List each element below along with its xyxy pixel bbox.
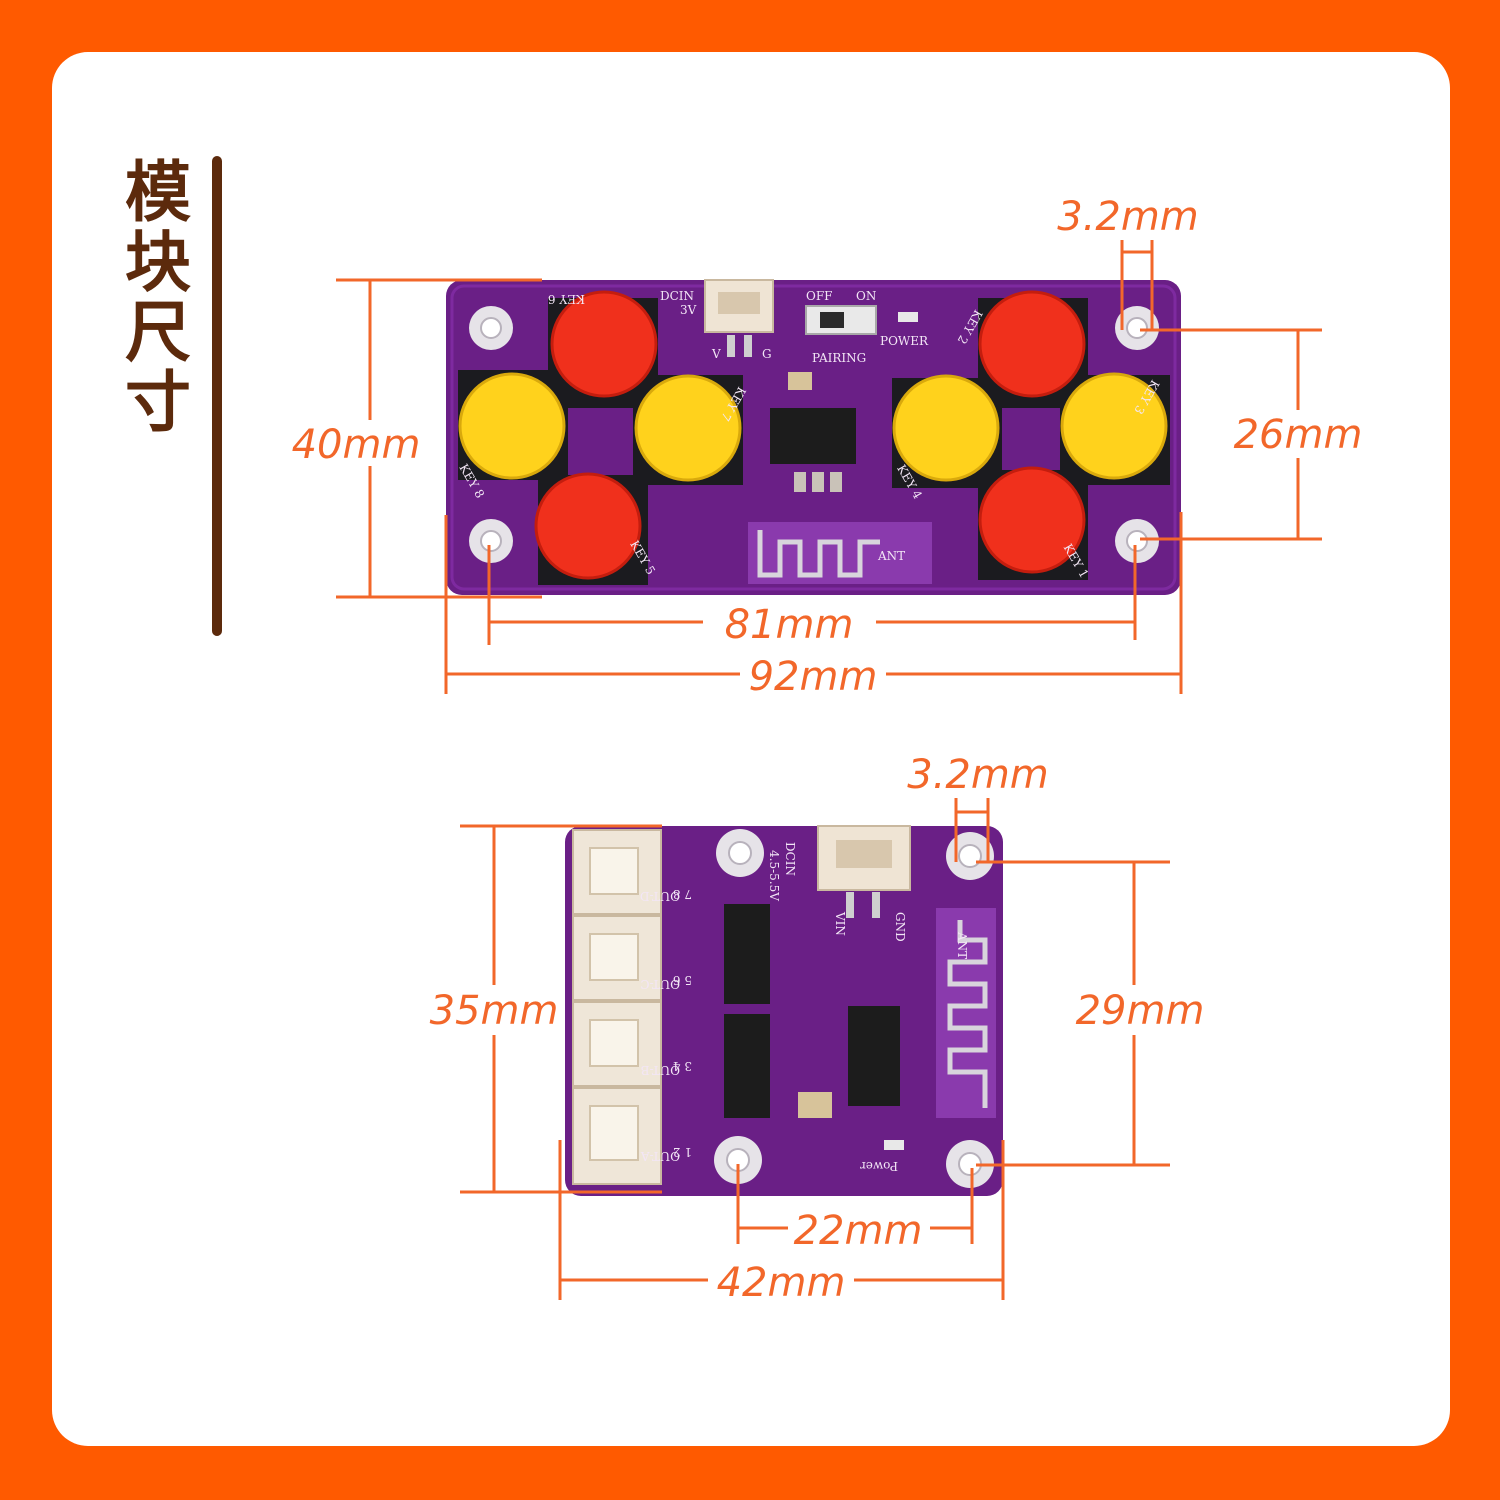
silk-pins-c: 5 6	[673, 973, 692, 987]
silk-pins-b: 3 4	[673, 1059, 692, 1073]
page-title: 模块尺寸	[125, 154, 191, 441]
receiver-dimensions: 35mm 29mm 3.2mm 22mm 42mm	[430, 752, 1205, 1306]
power-led	[898, 312, 918, 322]
dim-width-label-bottom: 42mm	[717, 1260, 846, 1306]
receiver-board: OUT-D OUT-C OUT-B OUT-A 7 8 5 6 3 4 1 2 …	[565, 825, 1003, 1196]
silk-vin: VIN	[833, 911, 847, 936]
mount-hole-top-left	[469, 306, 513, 350]
crystal	[788, 372, 812, 390]
wireless-ic	[770, 408, 856, 464]
key8-button[interactable]	[458, 372, 566, 480]
silk-on: ON	[856, 289, 876, 303]
receiver-antenna-trace	[947, 920, 988, 1108]
mount-hole-top-right	[1115, 306, 1159, 350]
dim-hole-height-label-top: 26mm	[1234, 412, 1363, 458]
dim-width-label-top: 92mm	[749, 654, 878, 700]
key3-button[interactable]	[1060, 372, 1168, 480]
passive-r3	[830, 472, 842, 492]
controller-pcb-edge	[450, 284, 1177, 591]
silk-power-top: POWER	[880, 334, 929, 348]
receiver-mount-hole-top-left	[716, 829, 764, 877]
silk-out-d: OUT-D	[640, 889, 680, 903]
key5-button[interactable]	[534, 472, 642, 580]
title-accent-bar	[212, 156, 222, 636]
mount-hole-bottom-right	[1115, 519, 1159, 563]
controller-dimensions: 40mm 26mm 3.2mm 81mm 92mm	[292, 194, 1363, 700]
silk-pin-v: V	[711, 347, 721, 361]
silk-ant-bottom: ANT	[955, 931, 969, 959]
dim-hole-width-label-bottom: 22mm	[794, 1208, 923, 1254]
receiver-crystal	[798, 1092, 832, 1118]
silk-out-b: OUT-B	[641, 1063, 680, 1077]
controller-board: DCIN 3V V G OFF ON POWER PAIRING ANT KEY…	[446, 279, 1181, 595]
receiver-mount-hole-top-right	[946, 832, 994, 880]
key1-button[interactable]	[978, 466, 1086, 574]
dim-hole-dia-label-bottom: 3.2mm	[907, 752, 1049, 798]
silk-pins-a: 1 2	[673, 1145, 692, 1159]
receiver-mount-hole-bottom-right	[946, 1140, 994, 1188]
connector-out-d	[572, 829, 662, 915]
pcb-antenna-trace	[757, 530, 880, 578]
connector-out-a	[572, 1087, 662, 1185]
connector-out-b	[572, 1001, 662, 1087]
passive-r1	[794, 472, 806, 492]
key7-button[interactable]	[634, 374, 742, 482]
passive-r2	[812, 472, 824, 492]
silk-out-c: OUT-C	[640, 977, 680, 991]
dim-hole-height-label-bottom: 29mm	[1076, 988, 1205, 1034]
silk-dcin-top: DCIN	[660, 289, 694, 303]
silk-voltage-bottom: 4.5-5.5V	[767, 850, 781, 901]
silk-voltage-top: 3V	[680, 303, 697, 317]
silk-pins-d: 7 8	[673, 887, 692, 901]
silk-pairing: PAIRING	[812, 351, 866, 365]
connector-out-c	[572, 915, 662, 1001]
dim-hole-width-label-top: 81mm	[725, 602, 854, 648]
dim-hole-dia-label-top: 3.2mm	[1057, 194, 1199, 240]
silk-ant-top: ANT	[877, 549, 905, 563]
silk-power-bottom: Power	[860, 1159, 898, 1173]
silk-out-a: OUT-A	[641, 1149, 680, 1163]
key6-button[interactable]	[550, 290, 658, 398]
key4-button[interactable]	[892, 374, 1000, 482]
mount-hole-bottom-left	[469, 519, 513, 563]
silk-pin-g: G	[762, 347, 772, 361]
key2-button[interactable]	[978, 290, 1086, 398]
driver-ic-bottom	[724, 1014, 770, 1118]
wireless-ic-receiver	[848, 1006, 900, 1106]
dim-height-label-bottom: 35mm	[430, 988, 559, 1034]
dc-connector-top	[704, 279, 774, 357]
silk-gnd: GND	[893, 912, 907, 942]
receiver-power-led	[884, 1140, 904, 1150]
switch-slider	[820, 312, 844, 328]
dc-connector-bottom	[817, 825, 911, 918]
driver-ic-top	[724, 904, 770, 1004]
dim-height-label-top: 40mm	[292, 422, 421, 468]
silk-key6: KEY 6	[548, 292, 585, 306]
silk-off: OFF	[806, 289, 833, 303]
silk-dcin-bottom: DCIN	[783, 842, 797, 876]
